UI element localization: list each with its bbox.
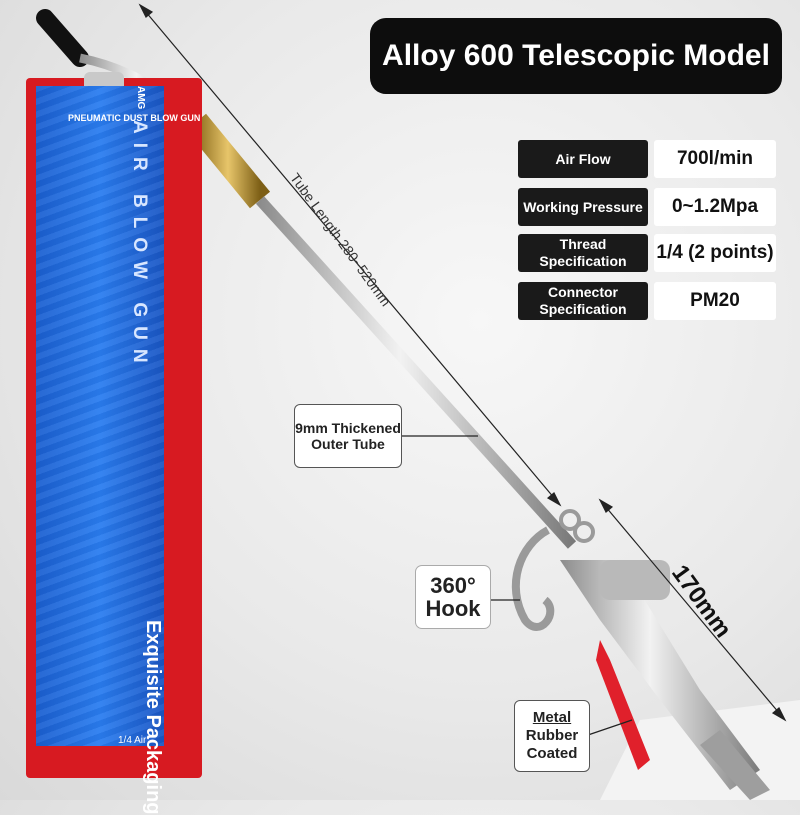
spec-label: Connector Specification — [518, 282, 648, 320]
spec-row-thread-specification: Thread Specification 1/4 (2 points) — [518, 234, 776, 272]
grip-callout-line1: Metal — [532, 709, 572, 726]
spec-label: Air Flow — [518, 140, 648, 178]
package-small-text: 1/4 Air — [118, 735, 147, 746]
hook-callout: 360° Hook — [416, 566, 490, 628]
grip-callout-line2: Rubber Coated — [525, 727, 579, 762]
package-pattern — [36, 86, 164, 746]
packaging-caption: Exquisite Packaging — [142, 620, 164, 815]
dimension-arrows — [138, 3, 787, 736]
spec-row-connector-specification: Connector Specification PM20 — [518, 282, 776, 320]
outer-tube-callout: 9mm Thickened Outer Tube — [294, 404, 402, 468]
page-title: Alloy 600 Telescopic Model — [370, 18, 782, 94]
package-brand: AMG — [135, 86, 146, 110]
grip-callout: Metal Rubber Coated — [514, 700, 590, 772]
spec-value: 0~1.2Mpa — [654, 188, 776, 226]
package-panel — [36, 86, 164, 746]
package-header: PNEUMATIC DUST BLOW GUN — [68, 113, 201, 123]
spec-value: 700l/min — [654, 140, 776, 178]
spec-row-working-pressure: Working Pressure 0~1.2Mpa — [518, 188, 776, 226]
spec-label: Thread Specification — [518, 234, 648, 272]
spec-value: 1/4 (2 points) — [654, 234, 776, 272]
spec-value: PM20 — [654, 282, 776, 320]
package-vertical-text: AIR BLOW GUN — [129, 120, 150, 372]
spec-label: Working Pressure — [518, 188, 648, 226]
spec-row-air-flow: Air Flow 700l/min — [518, 140, 776, 178]
package-hang-tab — [84, 72, 124, 86]
